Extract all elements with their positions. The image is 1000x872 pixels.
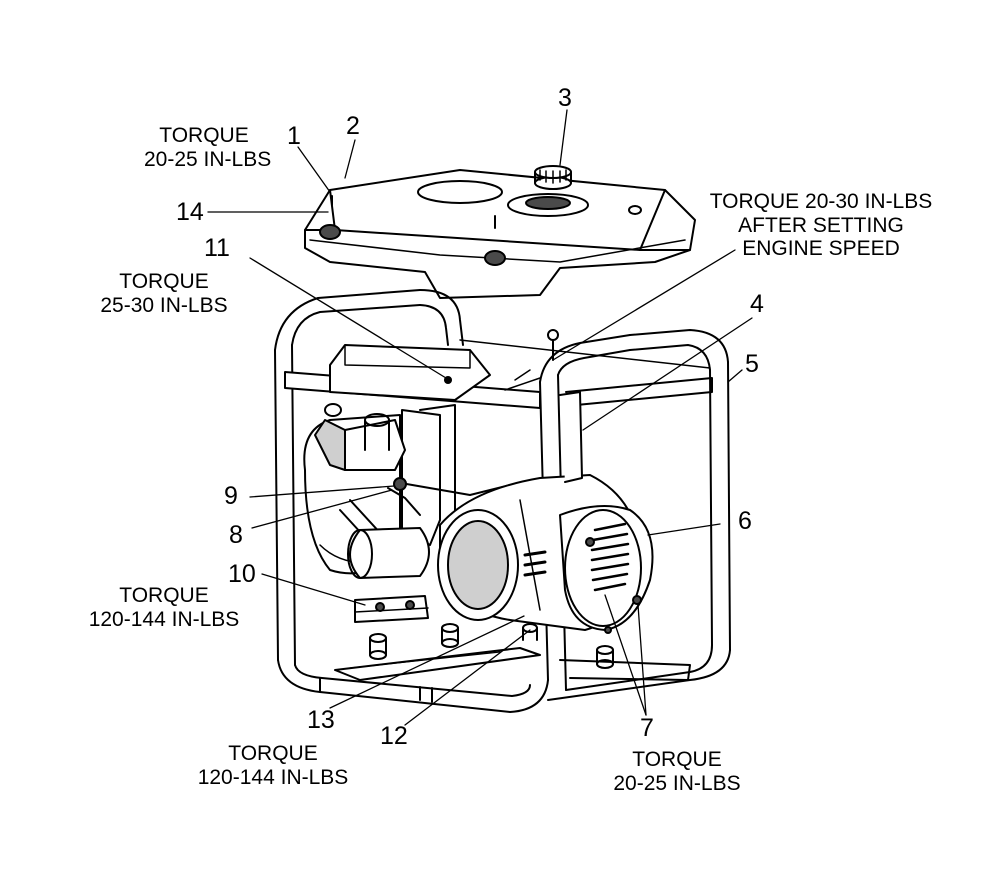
callout-12: 12 <box>380 722 408 750</box>
leader-lines <box>207 109 753 726</box>
callout-9: 9 <box>224 482 238 510</box>
callout-2: 2 <box>346 112 360 140</box>
callout-14: 14 <box>176 198 204 226</box>
torque-note-top-right: TORQUE 20-30 IN-LBS AFTER SETTING ENGINE… <box>709 190 933 261</box>
callout-8: 8 <box>229 521 243 549</box>
callout-7: 7 <box>640 714 654 742</box>
callout-5: 5 <box>745 350 759 378</box>
end-cover <box>559 505 654 634</box>
fuel-cap <box>534 165 572 190</box>
torque-note-mid-left: TORQUE 25-30 IN-LBS <box>100 270 228 317</box>
mounting-feet <box>354 595 614 669</box>
callout-10: 10 <box>228 560 256 588</box>
callout-6: 6 <box>738 507 752 535</box>
callout-11: 11 <box>204 234 230 262</box>
torque-note-top-left: TORQUE 20-25 IN-LBS <box>144 124 272 171</box>
air-cleaner <box>314 403 406 471</box>
fuel-tank <box>304 169 696 299</box>
callout-1: 1 <box>287 122 301 150</box>
base-plate <box>334 647 691 681</box>
tube-frame <box>274 289 731 713</box>
callout-13: 13 <box>307 706 335 734</box>
torque-note-bottom-center: TORQUE 120-144 IN-LBS <box>197 742 349 789</box>
callout-3: 3 <box>558 84 572 112</box>
callout-4: 4 <box>750 290 764 318</box>
torque-note-lower-left: TORQUE 120-144 IN-LBS <box>88 584 240 631</box>
bracket <box>444 329 583 483</box>
muffler <box>347 527 430 579</box>
torque-note-bottom-right: TORQUE 20-25 IN-LBS <box>613 748 741 795</box>
